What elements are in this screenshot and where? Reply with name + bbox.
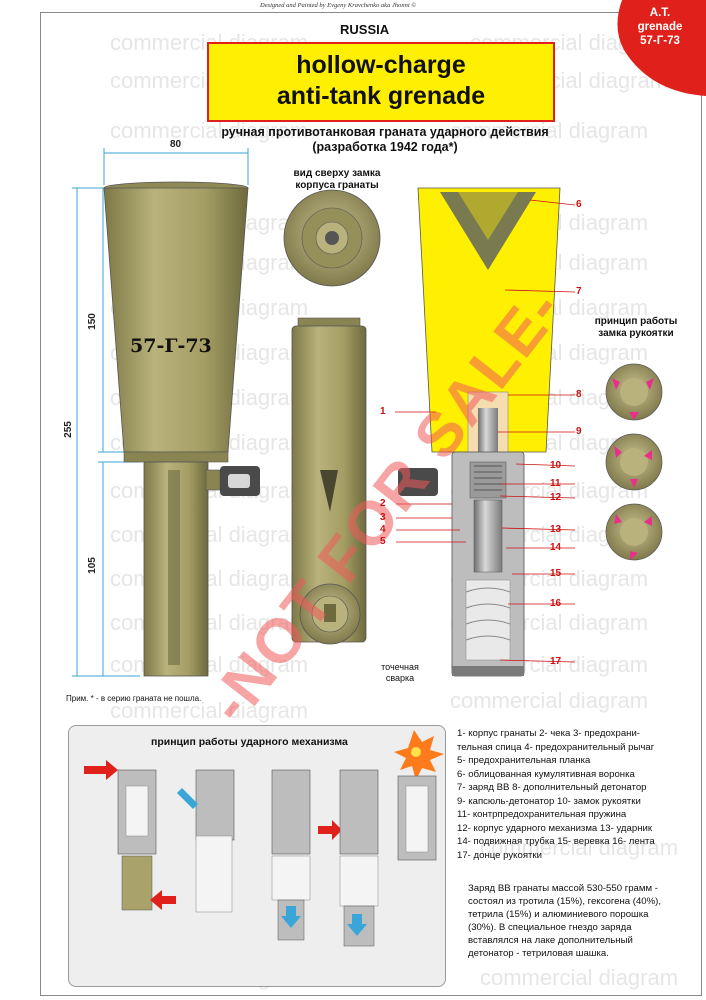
legend-line: 14- подвижная трубка 15- веревка 16- лен… (457, 836, 655, 847)
part-number: 11 (550, 478, 561, 489)
subtitle-line: ручная противотанковая граната ударного … (221, 125, 549, 139)
part-number: 14 (550, 542, 562, 553)
corner-badge: A.T. grenade 57-Г-73 (618, 6, 702, 48)
legend-line: 6- облицованная кумулятивная воронка (457, 768, 635, 780)
page-title-line: anti-tank grenade (276, 82, 486, 110)
parts-legend: 1- корпус гранаты 2- чека 3- предохрани-… (457, 727, 695, 862)
watermark-text: commercial diagram (110, 698, 309, 723)
dimension-total: 255 (62, 421, 74, 438)
charge-line: детонатор - тетриловая шашка. (468, 948, 609, 959)
caption-line: замка рукоятки (598, 328, 674, 339)
caption-line: сварка (385, 673, 415, 683)
page-title-line: hollow-charge (296, 51, 466, 79)
watermark-text: commercial diagram (480, 835, 679, 860)
caption-line: корпуса гранаты (295, 180, 379, 191)
part-number: 13 (550, 524, 562, 535)
country-label: RUSSIA (340, 22, 390, 37)
handle-bottom-view (299, 583, 361, 645)
charge-line: состоял из тротила (15%), гексогена (40%… (468, 896, 662, 907)
legend-line: 1- корпус гранаты 2- чека 3- предохрани- (457, 728, 641, 739)
dimension-handle: 105 (86, 557, 98, 574)
dimension-width: 80 (170, 139, 182, 150)
leader-lines (395, 199, 576, 663)
watermark-text: commercial diagram (110, 522, 309, 547)
top-view-caption: вид сверху замка корпуса гранаты (282, 168, 392, 192)
part-number: 9 (576, 426, 582, 437)
charge-line: (30%). В специальное гнездо заряда (468, 922, 632, 933)
title-box: hollow-charge anti-tank grenade (207, 42, 555, 122)
part-number: 8 (576, 389, 582, 400)
legend-line: 5- предохранительная планка (457, 755, 591, 766)
poster-frame (40, 12, 702, 996)
part-number: 17 (550, 656, 562, 667)
grenade-exterior (103, 181, 260, 677)
legend-line: 17- донце рукоятки (457, 849, 542, 861)
legend-line: 11- контрпредохранительная пружина (457, 809, 627, 820)
mechanism-panel: принцип работы ударного механизма (68, 725, 446, 987)
legend-line: 12- корпус ударного механизма 13- ударни… (457, 822, 653, 834)
caption-line: точечная (381, 662, 419, 672)
part-number: 5 (380, 536, 386, 547)
part-number: 12 (550, 492, 562, 503)
legend-line: 7- заряд ВВ 8- дополнительный детонатор (457, 782, 647, 793)
legend-line: тельная спица 4- предохранительный рычаг (457, 741, 655, 753)
charge-description: Заряд ВВ гранаты массой 530-550 грамм - … (468, 882, 696, 960)
charge-line: Заряд ВВ гранаты массой 530-550 грамм - (468, 883, 658, 894)
part-number: 4 (380, 524, 386, 535)
weld-caption: точечная сварка (370, 662, 430, 684)
watermark-text: commercial diagram (110, 610, 309, 635)
mechanism-title: принцип работы ударного механизма (151, 736, 348, 748)
corner-badge-shape (617, 0, 706, 96)
author-credit: Designed and Painted by Evgeny Kravchenk… (260, 2, 417, 9)
corner-badge-line: grenade (637, 21, 683, 33)
watermark-text: commercial diagram (110, 118, 309, 143)
subtitle-line: (разработка 1942 года*) (312, 140, 458, 154)
top-view-lock (283, 189, 381, 287)
footnote: Прим. * - в серию граната не пошла. (66, 694, 202, 703)
corner-badge-line: A.T. (649, 7, 671, 19)
part-number: 7 (576, 286, 582, 297)
subtitle: ручная противотанковая граната ударного … (190, 125, 580, 155)
grenade-cutaway (398, 187, 561, 677)
charge-line: тетрила (15%) и алюминиевого порошка (468, 909, 649, 920)
watermark-text: commercial diagram (110, 566, 309, 591)
part-number: 16 (550, 598, 562, 609)
charge-line: вставлялся на лаке дополнительный (468, 935, 633, 946)
watermark-text: commercial diagram (450, 688, 649, 713)
legend-line: 9- капсюль-детонатор 10- замок рукоятки (457, 795, 641, 807)
part-number: 10 (550, 460, 562, 471)
body-marking: 57-Г-73 (130, 335, 212, 357)
part-number: 3 (380, 512, 386, 523)
dimension-cone: 150 (86, 313, 98, 330)
handle-lock-discs (605, 363, 663, 561)
part-number: 2 (380, 498, 386, 509)
part-number: 15 (550, 568, 562, 579)
watermark-text: commercial diagram (450, 118, 649, 143)
watermark-text: commercial diagram (110, 652, 309, 677)
handle-lock-caption: принцип работы замка рукоятки (584, 316, 688, 340)
part-number: 6 (576, 199, 582, 210)
corner-badge-line: 57-Г-73 (640, 35, 680, 47)
caption-line: принцип работы (594, 316, 678, 327)
part-number: 1 (380, 406, 386, 417)
dimension-lines (72, 148, 249, 677)
watermark-text: commercial diagram (480, 965, 679, 990)
caption-line: вид сверху замка (293, 168, 381, 179)
